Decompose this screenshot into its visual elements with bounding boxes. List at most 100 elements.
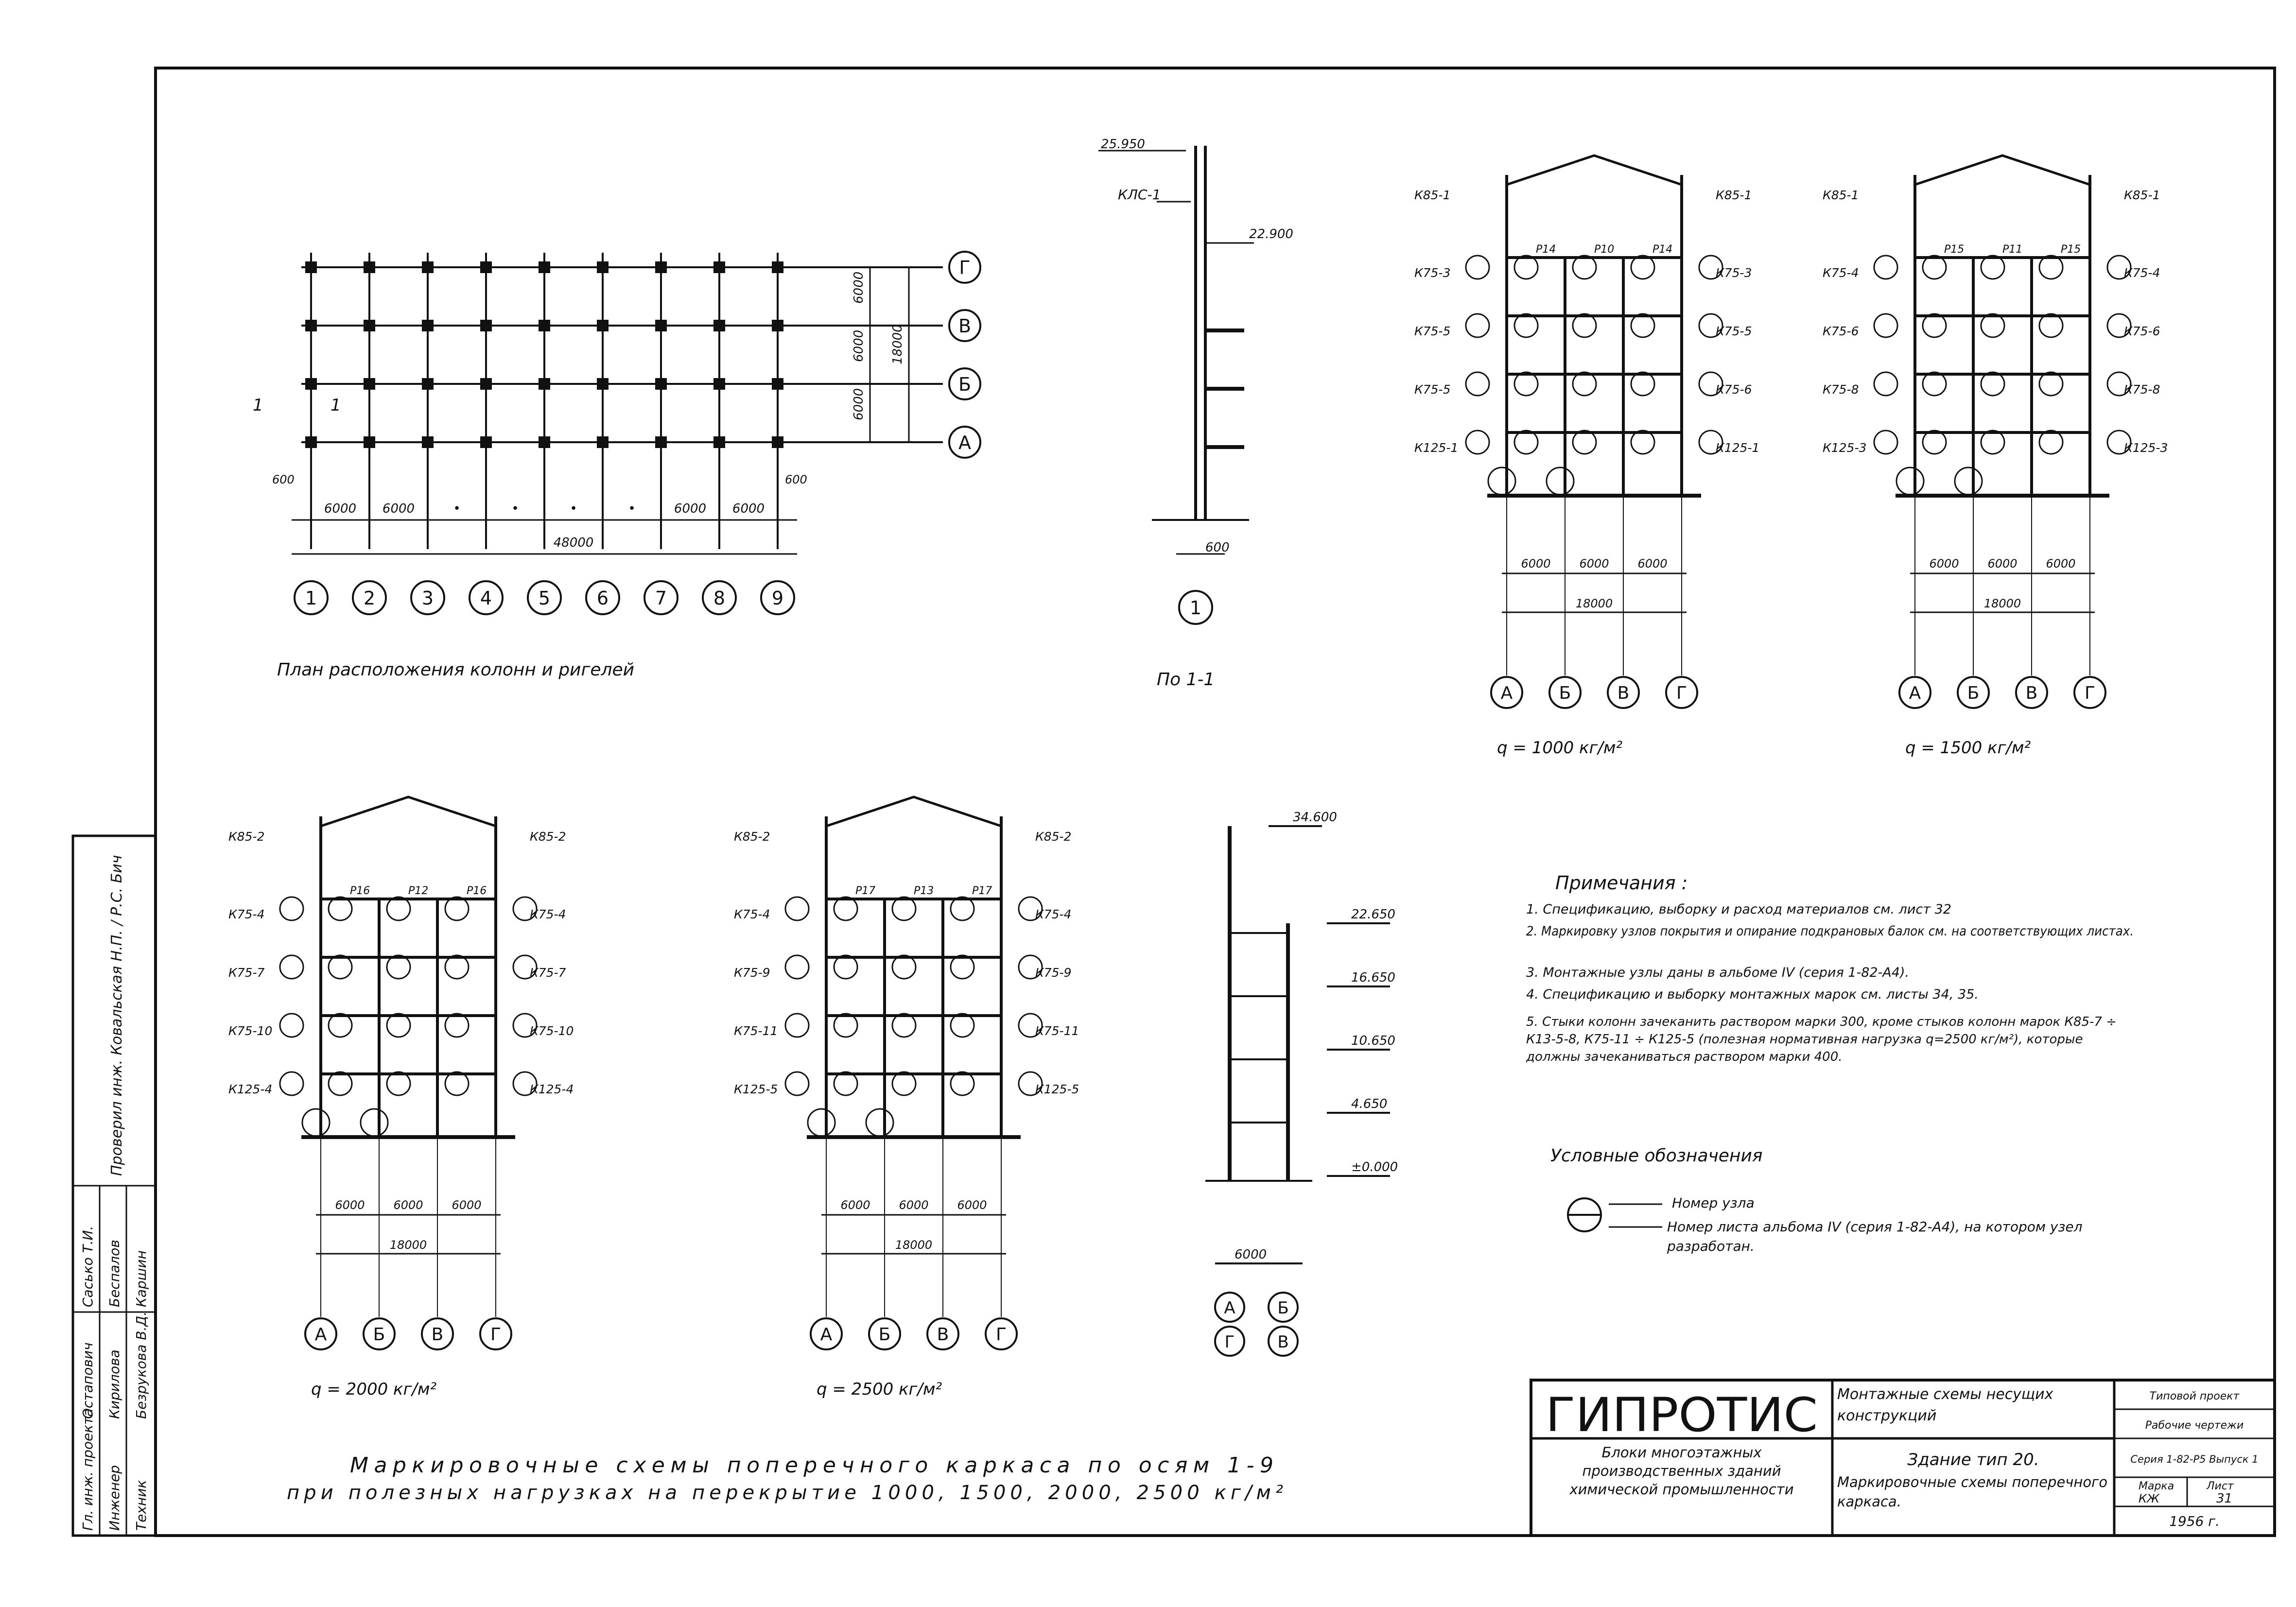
node-marker bbox=[865, 1108, 894, 1137]
node-marker bbox=[784, 896, 810, 921]
node-marker bbox=[1873, 430, 1898, 455]
node-marker bbox=[1630, 371, 1655, 397]
node-marker bbox=[279, 1013, 304, 1038]
right-column-label: К75-10 bbox=[530, 1024, 574, 1038]
node-marker bbox=[891, 1071, 917, 1096]
section-mark-right: 1 bbox=[330, 396, 341, 415]
side-axis-4: В bbox=[1277, 1332, 1288, 1352]
svg-text:8: 8 bbox=[713, 588, 725, 609]
right-column-label: К75-8 bbox=[2124, 382, 2160, 397]
node-marker bbox=[279, 1071, 304, 1096]
left-column-label: К75-7 bbox=[228, 966, 265, 980]
notes-title: Примечания : bbox=[1555, 872, 1687, 894]
node-marker bbox=[891, 1013, 917, 1038]
node-marker bbox=[444, 1071, 470, 1096]
title-sheet: Маркировочные схемы поперечного каркаса. bbox=[1837, 1474, 2108, 1510]
frame-axis-bubble bbox=[479, 1317, 512, 1350]
roof-truss bbox=[320, 795, 496, 828]
frame-axis-label: Б bbox=[1559, 683, 1571, 703]
svg-text:5: 5 bbox=[539, 588, 550, 609]
frame-load: q = 1500 кг/м² bbox=[1905, 738, 2031, 758]
right-column-label: К85-2 bbox=[1035, 829, 1072, 844]
node-marker bbox=[1018, 1071, 1043, 1096]
frame-axis-bubble bbox=[2073, 676, 2106, 709]
right-column-label: К75-5 bbox=[1716, 324, 1752, 338]
frame-dim: 6000 bbox=[452, 1198, 481, 1212]
node-marker bbox=[328, 896, 353, 921]
node-marker bbox=[1922, 430, 1947, 455]
node-marker bbox=[784, 954, 810, 980]
node-marker bbox=[833, 896, 858, 921]
right-column-label: К75-3 bbox=[1716, 266, 1752, 280]
svg-text:6: 6 bbox=[597, 588, 609, 609]
node-marker bbox=[784, 1071, 810, 1096]
roof-truss bbox=[826, 795, 1002, 828]
frame-dim: 6000 bbox=[2046, 557, 2075, 570]
title-stage: Рабочие чертежи bbox=[2145, 1419, 2244, 1432]
frame-dim: 6000 bbox=[335, 1198, 365, 1212]
node-marker bbox=[1465, 313, 1490, 338]
svg-text:3: 3 bbox=[422, 588, 434, 609]
side-elev-4: 10.650 bbox=[1351, 1034, 1395, 1048]
section-column-label: КЛС-1 bbox=[1118, 187, 1161, 203]
sheet-frame bbox=[154, 67, 2276, 1537]
node-marker bbox=[386, 896, 411, 921]
right-column-label: К75-6 bbox=[2124, 324, 2160, 338]
right-column-label: К125-3 bbox=[2124, 441, 2168, 455]
right-column-label: К75-6 bbox=[1716, 382, 1752, 397]
frame-axis-bubble bbox=[810, 1317, 843, 1350]
title-type: Типовой проект bbox=[2150, 1390, 2240, 1402]
note-3: 3. Монтажные узлы даны в альбоме IV (сер… bbox=[1526, 965, 1909, 980]
node-marker bbox=[2038, 313, 2064, 338]
svg-text:В: В bbox=[958, 315, 971, 337]
left-column-label: К75-6 bbox=[1823, 324, 1859, 338]
node-marker bbox=[386, 954, 411, 980]
frame-axis-label: А bbox=[1909, 683, 1921, 703]
caption-line-1: Маркировочные схемы поперечного каркаса … bbox=[350, 1453, 1273, 1478]
node-marker bbox=[328, 1013, 353, 1038]
node-marker bbox=[833, 1013, 858, 1038]
plan-title: План расположения колонн и ригелей bbox=[277, 660, 634, 680]
beam-label: Р15 bbox=[2061, 243, 2081, 256]
title-building: Здание тип 20. bbox=[1907, 1450, 2039, 1469]
frame-axis-label: А bbox=[1501, 683, 1513, 703]
title-sheet-no: 31 bbox=[2216, 1491, 2232, 1506]
plan-dim-right-2: 6000 bbox=[852, 330, 866, 362]
frame-dim: 6000 bbox=[840, 1198, 870, 1212]
title-block: ГИПРОТИС Монтажные схемы несущих констру… bbox=[1530, 1379, 2276, 1537]
svg-text:9: 9 bbox=[772, 588, 783, 609]
frame-axis-label: А bbox=[820, 1325, 833, 1345]
beam-label: Р11 bbox=[2002, 243, 2022, 256]
node-marker bbox=[512, 1013, 538, 1038]
node-marker bbox=[1980, 313, 2005, 338]
node-marker bbox=[1698, 430, 1723, 455]
frame-dim: 6000 bbox=[957, 1198, 987, 1212]
frame-axis-label: Г bbox=[490, 1325, 501, 1345]
right-column-label: К75-4 bbox=[530, 907, 566, 921]
note-5: 5. Стыки колонн зачеканить раствором мар… bbox=[1526, 1015, 2117, 1064]
svg-text:2: 2 bbox=[364, 588, 375, 609]
frame-dim: 6000 bbox=[1521, 557, 1550, 570]
node-marker bbox=[1572, 430, 1597, 455]
stamp-row2-sign: Беспалов bbox=[106, 1240, 122, 1307]
roof-truss bbox=[1914, 154, 2090, 186]
left-column-label: К125-3 bbox=[1823, 441, 1866, 455]
frame-dim: 6000 bbox=[1929, 557, 1959, 570]
beam-label: Р17 bbox=[855, 885, 875, 897]
node-marker bbox=[1572, 371, 1597, 397]
title-series: Серия 1-82-Р5 Выпуск 1 bbox=[2130, 1453, 2258, 1465]
frame-axis-bubble bbox=[926, 1317, 959, 1350]
left-column-label: К125-4 bbox=[228, 1082, 272, 1096]
node-marker bbox=[807, 1108, 836, 1137]
node-marker bbox=[386, 1071, 411, 1096]
node-marker bbox=[2106, 255, 2132, 280]
note-4: 4. Спецификацию и выборку монтажных маро… bbox=[1526, 987, 1979, 1002]
node-marker bbox=[444, 896, 470, 921]
frame-total-dim: 18000 bbox=[1576, 597, 1613, 610]
node-marker bbox=[444, 1013, 470, 1038]
node-marker bbox=[950, 1013, 975, 1038]
right-column-label: К85-2 bbox=[530, 829, 566, 844]
legend-node-symbol bbox=[1567, 1197, 1602, 1232]
node-marker bbox=[444, 954, 470, 980]
frame-axis-bubble bbox=[985, 1317, 1018, 1350]
